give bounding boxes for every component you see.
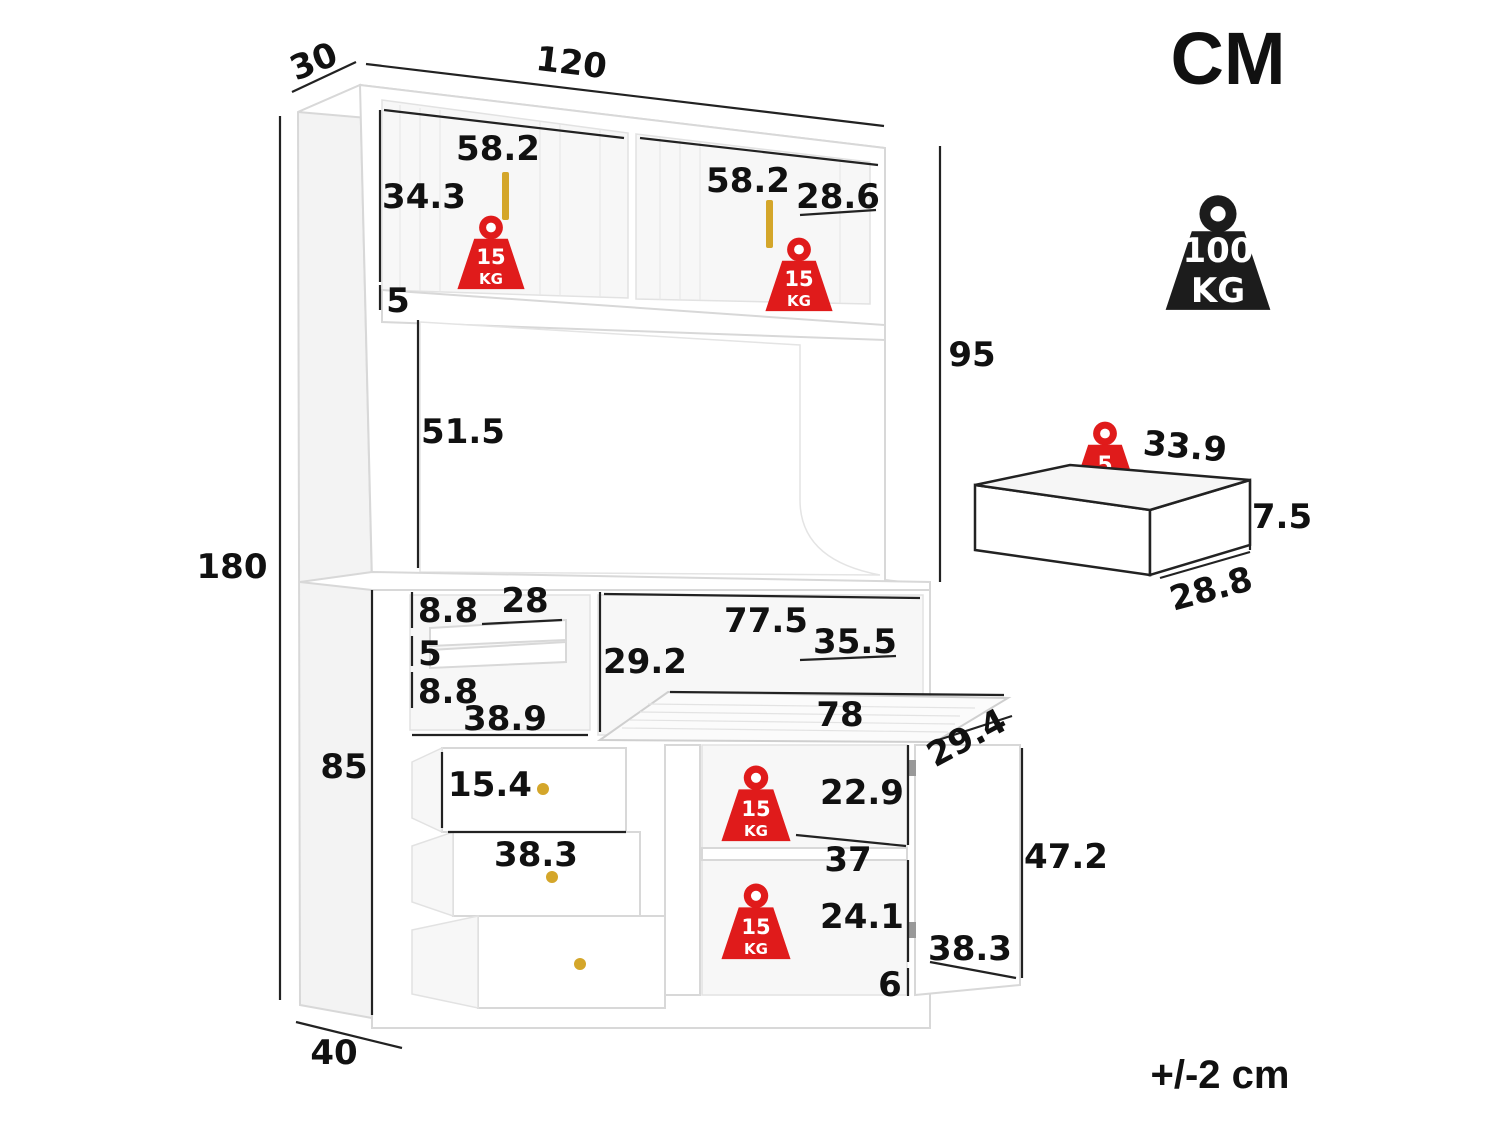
weight-icon-shelf-lower: 15 KG [721,883,791,960]
dim-upper-cab-depth: 28.6 [796,177,880,217]
dim-sep-drawer-height: 7.5 [1252,497,1312,537]
dim-center-height: 29.2 [603,642,687,682]
weight-shelf-lower-unit: KG [744,940,768,958]
door-hinge-top [908,760,916,776]
dimension-lines [278,61,1024,1050]
drawer-1-knob[interactable] [537,783,549,795]
weight-icon-shelf-upper: 15 KG [721,765,791,842]
cabinet-side-panel [296,83,373,1020]
separate-drawer-illustration [973,463,1252,580]
drawer-3[interactable] [477,915,666,1009]
drawer-1-side [411,746,443,834]
dim-overall-height: 180 [197,547,268,587]
door-hinge-bottom [908,922,916,938]
dim-wine-row-2: 8.8 [418,672,478,712]
hutch-shelf [381,288,886,342]
dim-pullout-width: 78 [816,695,863,735]
dim-upper-cab-width-left: 58.2 [456,129,540,169]
open-hutch-back [419,321,881,576]
dim-shelf-width: 37 [824,840,871,880]
weight-upper-left-unit: KG [479,270,503,288]
dim-bottom-depth: 40 [310,1033,357,1073]
dim-center-width: 77.5 [724,601,808,641]
dim-sep-drawer-depth: 28.8 [1165,559,1256,619]
unit-label: CM [1170,17,1285,100]
pullout-ribs [621,703,976,733]
drawer-3-knob[interactable] [574,958,586,970]
cabinet-illustration [296,83,1021,1029]
dim-drawer-height: 15.4 [448,765,532,805]
wine-rack-slat-2 [429,640,567,670]
dim-upper-cab-width-right: 58.2 [706,161,790,201]
dim-base-height: 6 [878,965,902,1005]
weight-upper-right-unit: KG [787,292,811,310]
dim-wine-rack-width: 28 [501,581,548,621]
dim-open-hutch-height: 51.5 [421,412,505,452]
weight-upper-right-value: 15 [784,267,813,291]
dim-drawer-width: 38.3 [494,835,578,875]
dim-bottom-height: 85 [320,747,367,787]
weight-icon-total: 100 KG [1165,195,1271,311]
dim-door-width: 38.3 [928,929,1012,969]
drawer-depth-line [1159,550,1251,580]
dim-shelf-upper-height: 22.9 [820,773,904,813]
dim-top-height: 95 [948,335,995,375]
dim-overall-width: 120 [534,39,609,87]
weight-upper-left-value: 15 [476,245,505,269]
tolerance-note: +/-2 cm [1151,1053,1290,1097]
dim-wine-row-1: 8.8 [418,591,478,631]
weight-icon-upper-right: 15 KG [765,237,833,312]
weight-shelf-upper-value: 15 [741,797,770,821]
weight-shelf-upper-unit: KG [744,822,768,840]
upper-right-handle [766,200,773,248]
drawer-3-side [411,915,479,1009]
glass-flute-pattern [399,105,841,303]
dimension-labels: 30 120 180 40 95 85 58.2 58.2 34.3 28.6 … [197,34,1313,1073]
weight-total-value: 100 [1183,231,1254,271]
dim-left-section-width: 38.9 [463,699,547,739]
dim-shelf-thickness: 5 [386,281,410,321]
dim-door-height: 47.2 [1024,837,1108,877]
dim-center-depth: 35.5 [813,622,897,662]
weight-shelf-lower-value: 15 [741,915,770,939]
middle-shelf [701,847,908,861]
dim-shelf-lower-height: 24.1 [820,897,904,937]
upper-left-handle [502,172,509,220]
drawer-2-side [411,830,454,918]
open-door[interactable] [914,744,1021,997]
dim-upper-cab-height: 34.3 [382,177,466,217]
dim-overall-depth-top: 30 [284,34,343,89]
drawer-2-knob[interactable] [546,871,558,883]
weight-icon-upper-left: 15 KG [457,215,525,290]
dim-wine-gap: 5 [418,634,442,674]
fixed-door [664,744,701,996]
weight-total-unit: KG [1191,271,1245,311]
dim-sep-drawer-width: 33.9 [1141,423,1228,470]
